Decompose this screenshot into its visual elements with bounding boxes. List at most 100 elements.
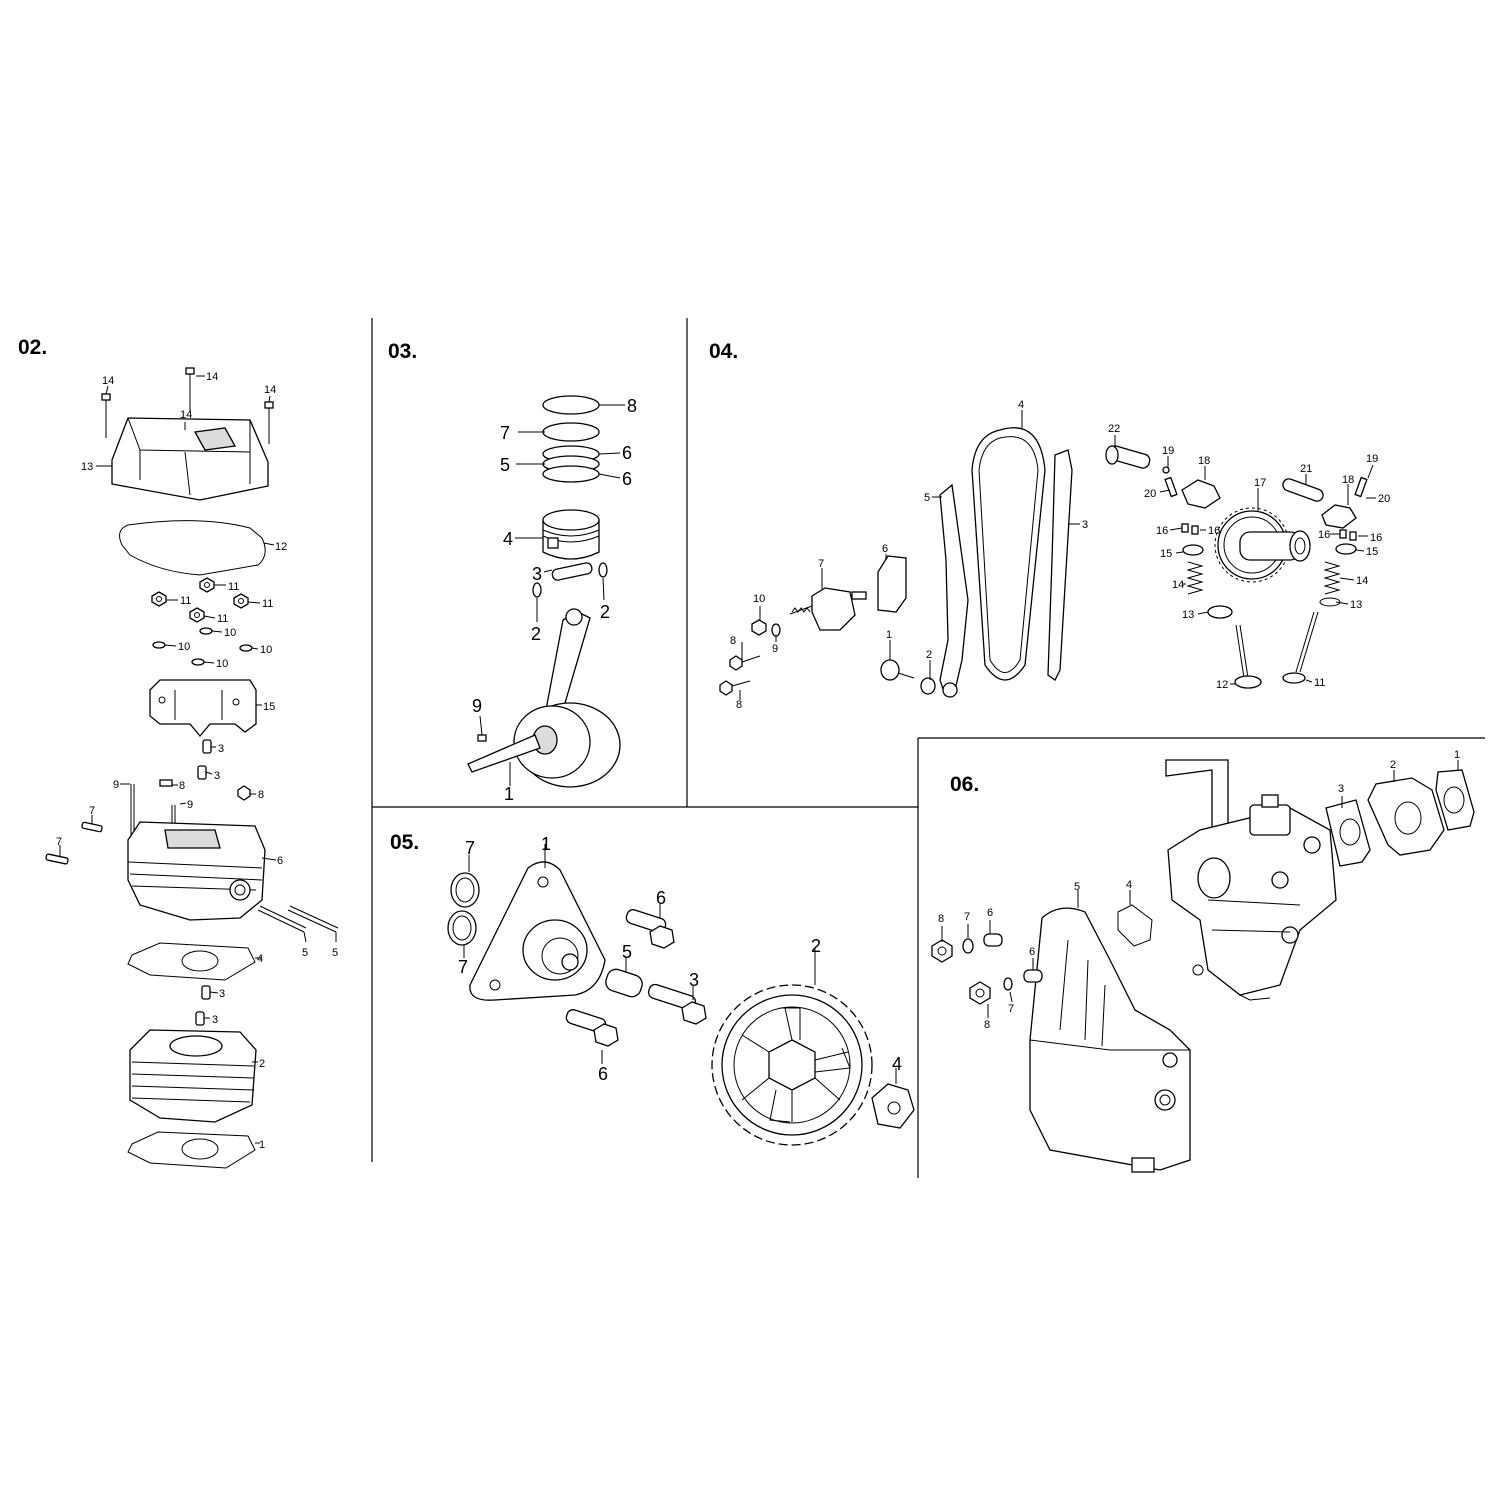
- callout-label: 6: [1029, 946, 1035, 958]
- o-ring-icon: [447, 910, 477, 946]
- chain-guide-icon: [939, 483, 969, 696]
- callout-label: 10: [178, 641, 190, 653]
- section-05-oil-pump-group: 7 1 7 6 5 2 3 6 4: [447, 834, 915, 1146]
- tensioner-gasket-icon: [877, 555, 907, 613]
- callout-label: 1: [259, 1139, 265, 1151]
- callout-label: 20: [1378, 493, 1390, 505]
- callout-label: 1: [541, 834, 551, 854]
- nut-icon: [969, 981, 991, 1005]
- callout-label: 11: [180, 595, 191, 607]
- pin-icon: [81, 821, 103, 833]
- callout-label: 8: [736, 699, 742, 711]
- callout-label: 14: [1172, 579, 1184, 591]
- washer-icon: [1003, 977, 1013, 991]
- callout-label: 3: [1082, 519, 1088, 531]
- insulator-spacer-icon: [1367, 777, 1445, 856]
- valve-keeper-icon: [1339, 529, 1347, 539]
- bolt-icon: [729, 655, 761, 671]
- callout-label: 7: [1008, 1003, 1014, 1015]
- callout-label: 6: [882, 543, 888, 555]
- callout-label: 6: [277, 855, 283, 867]
- callout-label: 3: [1338, 783, 1344, 795]
- drive-gear-icon: [711, 984, 873, 1146]
- camshaft-icon: [1105, 445, 1151, 469]
- bolt-icon: [264, 401, 274, 444]
- callout-label: 15: [1366, 546, 1378, 558]
- callout-label: 5: [500, 455, 510, 475]
- leader-line: [59, 375, 337, 1144]
- dowel-pin-icon: [202, 739, 212, 754]
- callout-label: 9: [772, 643, 778, 655]
- callout-label: 8: [258, 789, 264, 801]
- callout-label: 6: [987, 907, 993, 919]
- section-06-carburetor-group: 1 2 3 5 4 8 7 6 6 8 7: [931, 749, 1475, 1173]
- callout-label: 2: [1390, 759, 1396, 771]
- cylinder-block-icon: [129, 1029, 257, 1123]
- nut-icon: [233, 593, 249, 609]
- spacer-icon: [1023, 969, 1043, 983]
- dowel-pin-icon: [201, 985, 211, 1000]
- callout-label: 15: [1160, 548, 1172, 560]
- callout-label: 6: [622, 469, 632, 489]
- callout-label: 7: [500, 423, 510, 443]
- callout-label: 16: [1370, 532, 1382, 544]
- dowel-pin-icon: [197, 765, 207, 780]
- callout-label: 6: [656, 888, 666, 908]
- callout-label: 16: [1156, 525, 1168, 537]
- nut-icon: [751, 619, 767, 636]
- section-title-05: 05.: [390, 831, 419, 854]
- cam-sprocket-icon: [1214, 507, 1311, 583]
- callout-label: 18: [1342, 474, 1354, 486]
- callout-label: 14: [180, 409, 192, 421]
- callout-label: 14: [264, 384, 276, 396]
- thermostat-gasket-icon: [1117, 904, 1153, 947]
- callout-label: 11: [262, 598, 273, 610]
- callout-label: 9: [187, 799, 193, 811]
- bolt-icon: [101, 393, 111, 438]
- piston-ring-icon: [542, 422, 600, 442]
- callout-label: 19: [1162, 445, 1174, 457]
- dowel-pin-icon: [195, 1011, 205, 1026]
- callout-label: 5: [332, 947, 338, 959]
- callout-label: 8: [984, 1019, 990, 1031]
- carburetor-icon: [1165, 759, 1337, 1001]
- callout-label: 6: [622, 443, 632, 463]
- bolt-icon: [565, 1009, 619, 1047]
- callout-label: 2: [259, 1058, 265, 1070]
- bolt-icon: [647, 983, 707, 1025]
- callout-label: 5: [622, 942, 632, 962]
- callout-label: 14: [1356, 575, 1368, 587]
- callout-label: 2: [600, 602, 610, 622]
- rocker-shaft-icon: [1282, 478, 1324, 502]
- callout-label: 12: [275, 541, 287, 553]
- washer-icon: [962, 938, 974, 954]
- callout-label: 10: [216, 658, 228, 670]
- callout-label: 7: [964, 911, 970, 923]
- callout-label: 16: [1318, 529, 1330, 541]
- callout-label: 1: [886, 629, 892, 641]
- valve-spring-icon: [1186, 561, 1204, 595]
- callout-label: 16: [1208, 525, 1220, 537]
- spacer-icon: [983, 933, 1003, 947]
- callout-label: 22: [1108, 423, 1120, 435]
- carb-gasket-icon: [1325, 799, 1371, 867]
- bolt-icon: [185, 367, 195, 412]
- push-rod-icon: [287, 909, 337, 933]
- callout-label: 8: [730, 635, 736, 647]
- base-gasket-icon: [127, 1131, 256, 1169]
- adjust-screw-icon: [1164, 476, 1178, 498]
- push-rod-icon: [289, 905, 339, 929]
- leader-line: [463, 844, 897, 1084]
- callout-label: 9: [113, 779, 119, 791]
- callout-label: 8: [938, 913, 944, 925]
- callout-label: 3: [214, 770, 220, 782]
- rocker-arm-icon: [1181, 479, 1221, 509]
- section-title-04: 04.: [709, 340, 738, 363]
- washer-icon: [920, 677, 936, 695]
- chain-tensioner-blade-icon: [1047, 449, 1073, 681]
- gasket-icon: [119, 520, 266, 576]
- callout-label: 10: [753, 593, 765, 605]
- valve-keeper-icon: [1181, 523, 1189, 533]
- bolt-icon: [625, 909, 675, 949]
